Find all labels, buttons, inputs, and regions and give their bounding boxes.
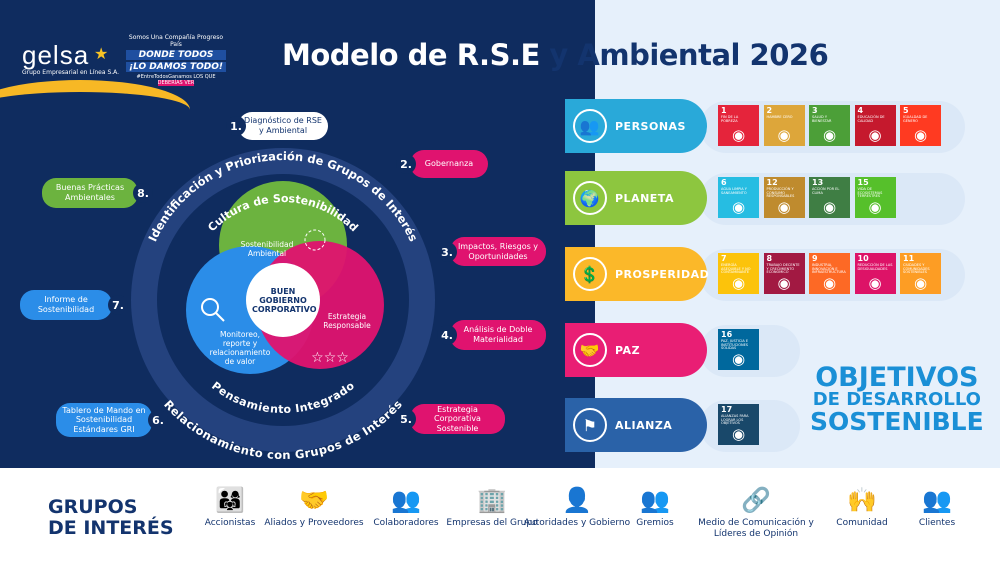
callout-2: Gobernanza [410, 150, 488, 178]
sdg-icon: ◉ [822, 198, 837, 216]
stakeholders-band [0, 468, 1000, 562]
sdg-icon: ◉ [868, 126, 882, 144]
stakeholder-icon: 👥 [922, 486, 952, 514]
sdg-icon: ◉ [777, 274, 791, 292]
stakeholder-icon: 🙌 [847, 486, 877, 514]
callout-5: Estrategia Corporativa Sostenible [410, 404, 505, 434]
pillar-icon: 👥 [573, 109, 607, 143]
blue-label: Monitoreo, reporte y relacionamiento de … [209, 330, 271, 366]
stakeholder-icon: 🔗 [741, 486, 771, 514]
sdg-icon: ◉ [868, 274, 882, 292]
right-panel [595, 0, 1000, 468]
sdg-icon: ◉ [777, 198, 791, 216]
pillar-icon: ⚑ [573, 408, 607, 442]
stakeholder-icon: 👤 [562, 486, 592, 514]
pillar-paz: 🤝PAZ [565, 323, 707, 377]
pillar-prosperidad: 💲PROSPERIDAD [565, 247, 709, 301]
pink-label: Estrategia Responsable [323, 312, 371, 330]
callout-1: Diagnóstico de RSE y Ambiental [238, 112, 328, 140]
sdg-icon: ◉ [913, 274, 928, 292]
stakeholder-item: 🙌Comunidad [802, 482, 922, 529]
pillar-icon: 💲 [573, 257, 607, 291]
callout-4: Análisis de Doble Materialidad [450, 320, 546, 350]
stakeholder-item: 👤Autoridades y Gobierno [517, 482, 637, 529]
star-icon: ★ [94, 44, 109, 63]
pillar-icon: 🌍 [573, 181, 607, 215]
sdg-icon: ◉ [822, 126, 837, 144]
stakeholder-item: 🔗Medio de Comunicación y Líderes de Opin… [696, 482, 816, 540]
sdg-icon: ◉ [731, 425, 746, 443]
stakeholder-item: 🏢Empresas del Grupo [432, 482, 552, 529]
stakeholder-icon: 👥 [640, 486, 670, 514]
pillar-personas: 👥PERSONAS [565, 99, 707, 153]
page-title: Modelo de R.S.E y Ambiental 2026 [282, 38, 829, 72]
center-label: BUEN GOBIERNO CORPORATIVO [252, 287, 317, 314]
stakeholder-item: 👨‍👩‍👧Accionistas [170, 482, 290, 529]
callout-6: Tablero de Mando en Sostenibilidad Están… [56, 403, 152, 437]
callout-3: Impactos, Riesgos y Oportunidades [450, 237, 546, 266]
stakeholder-item: 👥Colaboradores [346, 482, 466, 529]
sdg-icon: ◉ [731, 274, 746, 292]
gelsa-logo: gelsa★ Grupo Empresarial en Línea S.A. [22, 40, 120, 76]
stars-icon: ☆☆☆ [311, 350, 349, 366]
callout-7: Informe de Sostenibilidad [20, 290, 112, 320]
stakeholder-icon: 👨‍👩‍👧 [215, 486, 245, 514]
stakeholder-item: 🤝Aliados y Proveedores [254, 482, 374, 529]
sdg-icon: ◉ [868, 198, 882, 216]
stakeholder-item: 👥Clientes [877, 482, 997, 529]
sdg-icon: ◉ [913, 126, 928, 144]
pillar-planeta: 🌍PLANETA [565, 171, 707, 225]
leaf-icon [304, 229, 326, 251]
slogan: Somos Una Compañía Progreso País DONDE T… [126, 34, 226, 86]
sdg-icon: ◉ [777, 126, 791, 144]
sdg-icon: ◉ [731, 350, 746, 368]
stakeholder-icon: 🏢 [477, 486, 507, 514]
sdg-icon: ◉ [731, 126, 746, 144]
rse-diagram: Identificación y Priorización de Grupos … [131, 148, 435, 462]
sdg-icon: ◉ [731, 198, 746, 216]
pillar-alianza: ⚑ALIANZA [565, 398, 707, 452]
magnifier-icon [201, 298, 219, 316]
stakeholder-item: 👥Gremios [595, 482, 715, 529]
stakeholder-icon: 👥 [391, 486, 421, 514]
pillar-icon: 🤝 [573, 333, 607, 367]
stakeholder-icon: 🤝 [299, 486, 329, 514]
sdg-icon: ◉ [822, 274, 837, 292]
callout-8: Buenas Prácticas Ambientales [42, 178, 138, 208]
green-label: Sostenibilidad Ambiental [240, 240, 294, 258]
